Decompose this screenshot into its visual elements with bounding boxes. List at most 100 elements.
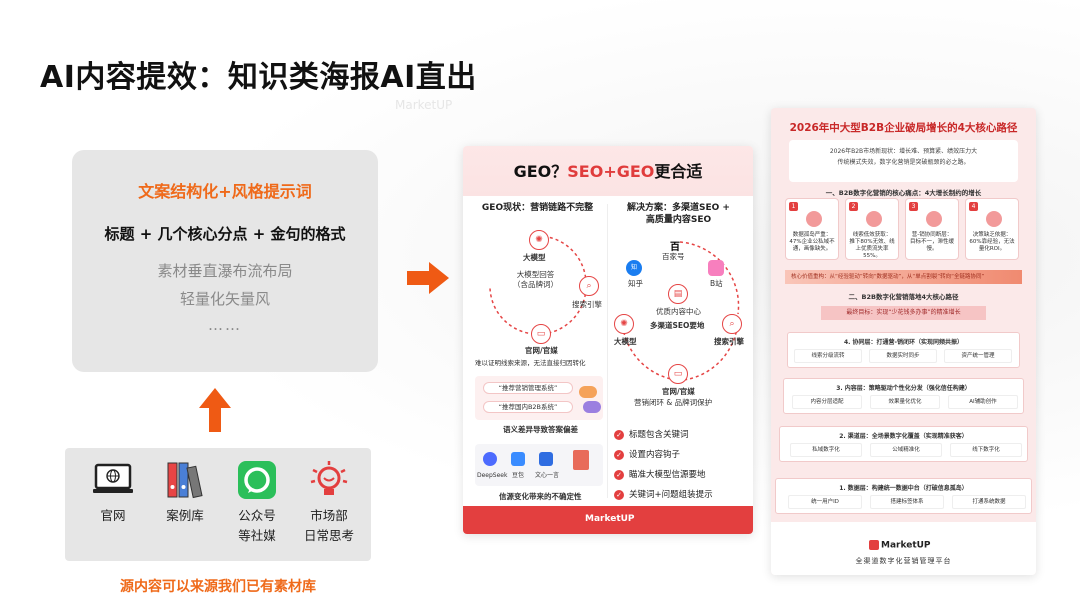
poster-slogan: 全渠道数字化营销管理平台 xyxy=(855,557,952,565)
tool-name: DeepSeek xyxy=(477,472,508,479)
checklist-item: ✓瞄准大模型信源要地 xyxy=(614,468,706,480)
path-layer: 3. 内容层：策略驱动个性化分发（强化信任构建） 内容分层适配 效果量化优化 A… xyxy=(783,378,1024,414)
chat-bubble-icon xyxy=(579,386,597,398)
prompt-heading: 文案结构化+风格提示词 xyxy=(138,182,312,201)
poster-seo-geo: GEO？SEO+GEO更合适 GEO现状：营销链路不完整 ✺ 大模型 大模型回答… xyxy=(463,146,753,534)
poster-title-highlight: SEO+GEO xyxy=(567,162,655,181)
node-baijiahao: 百家号 xyxy=(662,252,685,261)
ai-model-icon: ✺ xyxy=(614,314,634,334)
poster-footer: MarketUP xyxy=(463,506,753,534)
watermark: MarketUP xyxy=(395,98,453,112)
check-icon: ✓ xyxy=(614,449,624,460)
prompt-line-format: 标题 + 几个核心分点 + 金句的格式 xyxy=(104,225,346,243)
logo-mark-icon xyxy=(869,540,879,550)
ai-model-icon: ✺ xyxy=(529,230,549,250)
poster-logo: MarketUP xyxy=(869,540,931,551)
source-label: 官网 xyxy=(100,508,126,523)
goal-banner: 最终目标：实现“少花钱多办事”的精准增长 xyxy=(821,306,986,320)
prompt-line-ellipsis: …… xyxy=(208,316,242,334)
node-model: 大模型 xyxy=(523,253,546,262)
checklist-item: ✓设置内容钩子 xyxy=(614,448,680,460)
column-divider xyxy=(607,204,608,498)
wenxin-icon xyxy=(539,452,553,466)
computer-globe-icon xyxy=(93,460,133,500)
poster-description: 2026年B2B市场新现状：增长难、预算紧、绩效压力大 传统模式失效，数字化营销… xyxy=(789,140,1018,182)
query-pill: “推荐国内B2B系统” xyxy=(483,401,573,413)
poster-title: 2026年中大型B2B企业破局增长的4大核心路径 xyxy=(789,122,1018,134)
data-island-icon xyxy=(806,211,822,227)
check-icon: ✓ xyxy=(614,489,624,500)
checklist-item: ✓关键词+问题组装提示 xyxy=(614,488,713,500)
page-title: AI内容提效：知识类海报AI直出 xyxy=(40,60,477,95)
node-model: 大模型 xyxy=(614,337,637,346)
node-bilibili: B站 xyxy=(710,279,723,288)
node-geo: 多渠道SEO要地 xyxy=(650,321,705,330)
brain-icon xyxy=(986,211,1002,227)
query-pill: “推荐营销管理系统” xyxy=(483,382,573,394)
poster-logo: MarketUP xyxy=(585,514,635,524)
column-heading: 解决方案：多渠道SEO + 高质量内容SEO xyxy=(627,203,730,225)
status-note: 难以证明线索来源，无法直接归因转化 xyxy=(475,359,586,367)
checklist-item: ✓标题包含关键词 xyxy=(614,428,689,440)
node-site: 官网/官媒 xyxy=(525,346,558,355)
poster-title-suffix: 更合适 xyxy=(654,162,703,181)
node-site-sub: 营销闭环 & 品牌词保护 xyxy=(634,398,713,407)
wechat-icon xyxy=(237,460,277,500)
source-footer: 源内容可以来源我们已有素材库 xyxy=(120,579,316,595)
website-icon: ▭ xyxy=(668,364,688,384)
source-label: 市场部 日常思考 xyxy=(303,508,354,543)
search-icon: ⌕ xyxy=(579,276,599,296)
source-case-library: 案例库 xyxy=(150,460,220,526)
handshake-icon xyxy=(926,211,942,227)
node-zhihu: 知乎 xyxy=(628,279,643,288)
check-icon: ✓ xyxy=(614,469,624,480)
content-center-icon: ▤ xyxy=(668,284,688,304)
node-site: 官网/官媒 xyxy=(662,387,695,396)
node-search: 搜索引擎 xyxy=(714,337,744,346)
prompt-line-style: 轻量化矢量风 xyxy=(179,290,270,308)
value-bar: 核心价值重构：从“经验驱动”转向“数据驱动”，从“单点割裂”转向“全链路协同” xyxy=(785,270,1022,284)
caption-uncertainty: 信源变化带来的不确定性 xyxy=(499,492,582,501)
chat-bubble-icon xyxy=(583,401,601,413)
poster-title-prefix: GEO？ xyxy=(513,162,568,181)
check-icon: ✓ xyxy=(614,429,624,440)
lightbulb-icon xyxy=(309,460,349,500)
path-layer: 4. 协同层：打通营-销闭环（实现同频共振） 线索分级流转 数据实时同步 资产统… xyxy=(787,332,1020,368)
source-official-site: 官网 xyxy=(78,460,148,526)
node-search: 搜索引擎 xyxy=(572,300,602,309)
deepseek-icon xyxy=(483,452,497,466)
arrow-right-icon xyxy=(407,262,449,294)
document-icon xyxy=(573,450,589,470)
node-content-center: 优质内容中心 xyxy=(656,307,701,316)
path-layer: 2. 渠道层：全场景数字化覆盖（实现精准获客） 私域数字化 公域精准化 线下数字… xyxy=(779,426,1028,462)
source-marketing-thoughts: 市场部 日常思考 xyxy=(294,460,364,546)
poster-b2b-paths: 2026年中大型B2B企业破局增长的4大核心路径 2026年B2B市场新现状：增… xyxy=(771,108,1036,575)
source-label: 公众号 等社媒 xyxy=(238,508,276,543)
section-heading: 一、B2B数字化营销的核心痛点：4大增长制约的增长 xyxy=(825,189,982,197)
bilibili-icon xyxy=(708,260,724,276)
poster-footer xyxy=(771,522,1036,575)
poster-column-solution: 解决方案：多渠道SEO + 高质量内容SEO 百 百家号 知 知乎 B站 ▤ 优… xyxy=(610,196,747,506)
binders-icon xyxy=(165,460,205,500)
source-label: 案例库 xyxy=(166,508,204,523)
prompt-line-layout: 素材垂直瀑布流布局 xyxy=(157,262,293,280)
arrow-up-icon xyxy=(199,388,231,432)
prompt-box: 文案结构化+风格提示词 标题 + 几个核心分点 + 金句的格式 素材垂直瀑布流布… xyxy=(72,150,378,372)
cycle-diagram-icon xyxy=(621,241,740,381)
doubao-icon xyxy=(511,452,525,466)
funnel-icon xyxy=(866,211,882,227)
poster-title: GEO？SEO+GEO更合适 xyxy=(463,158,753,182)
tool-name: 文心一言 xyxy=(535,472,560,479)
path-layer: 1. 数据层：构建统一数据中台（打破信息孤岛） 统一用户ID 搭建标签体系 打通… xyxy=(775,478,1032,514)
caption-semantic: 语义差异导致答案偏差 xyxy=(503,425,578,434)
search-icon: ⌕ xyxy=(722,314,742,334)
tool-name: 豆包 xyxy=(512,472,525,479)
poster-column-status: GEO现状：营销链路不完整 ✺ 大模型 大模型回答 （含品牌词） ⌕ 搜索引擎 … xyxy=(469,196,606,506)
poster-header-band xyxy=(463,146,753,196)
node-answer: 大模型回答 （含品牌词） xyxy=(513,270,558,289)
toutiao-icon: 百 xyxy=(670,242,680,253)
